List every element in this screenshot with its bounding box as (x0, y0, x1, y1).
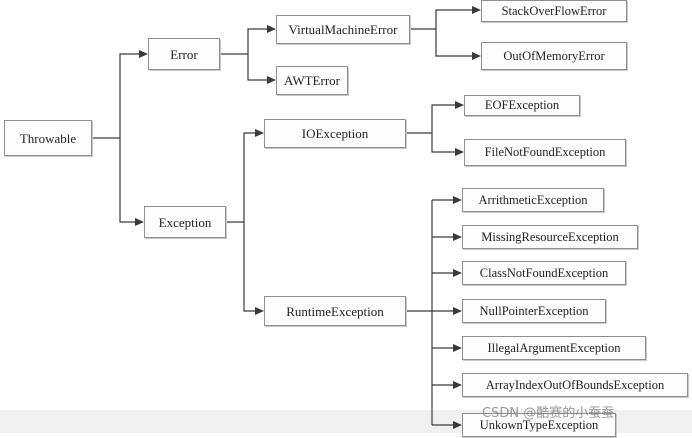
arrowhead (453, 307, 462, 315)
arrowhead (453, 381, 462, 389)
node-runtime-exception: RuntimeException (264, 296, 406, 326)
node-arithmetic-exception: ArrithmeticException (462, 188, 604, 212)
node-missing-resource-exception: MissingResourceException (462, 225, 638, 249)
arrowhead (453, 344, 462, 352)
arrowhead (455, 101, 464, 109)
node-error: Error (148, 38, 220, 70)
connector-error-awt (247, 54, 268, 81)
arrowhead (453, 233, 462, 241)
connector-throwable-exception (119, 138, 136, 223)
arrowhead (267, 25, 276, 33)
connector-io-filenotfound (431, 133, 456, 153)
node-class-not-found-exception: ClassNotFoundException (462, 261, 626, 285)
arrowhead (472, 6, 481, 14)
node-throwable: Throwable (4, 120, 92, 156)
node-array-index-out-of-bounds-exception: ArrayIndexOutOfBoundsException (462, 373, 688, 397)
node-eof-exception: EOFException (464, 95, 580, 116)
arrowhead (453, 196, 462, 204)
connector-exception-runtime (243, 222, 256, 312)
connector-exception-io (226, 132, 256, 223)
node-out-of-memory-error: OutOfMemoryError (481, 42, 627, 70)
connector-throwable-error (92, 53, 140, 139)
connector-io-eof (406, 104, 456, 134)
watermark: CSDN @酷赛的小蚕蚕 (482, 406, 615, 421)
node-exception: Exception (144, 206, 226, 238)
node-file-not-found-exception: FileNotFoundException (464, 139, 626, 166)
arrowhead (135, 218, 144, 226)
arrowhead (472, 52, 481, 60)
node-null-pointer-exception: NullPointerException (462, 299, 606, 323)
node-io-exception: IOException (264, 119, 406, 148)
connector-vme-stackoverflow (410, 9, 473, 30)
connector-vme-outofmemory (435, 29, 473, 57)
connector-error-vme (220, 28, 268, 55)
arrowhead (255, 307, 264, 315)
node-awt-error: AWTError (276, 66, 348, 95)
arrowhead (139, 50, 148, 58)
node-stack-overflow-error: StackOverFlowError (481, 0, 627, 22)
arrowhead (455, 148, 464, 156)
node-illegal-argument-exception: IllegalArgumentException (462, 336, 646, 360)
arrowhead (453, 269, 462, 277)
arrowhead (453, 421, 462, 429)
node-virtual-machine-error: VirtualMachineError (276, 15, 410, 44)
arrowhead (267, 76, 276, 84)
arrowhead (255, 129, 264, 137)
